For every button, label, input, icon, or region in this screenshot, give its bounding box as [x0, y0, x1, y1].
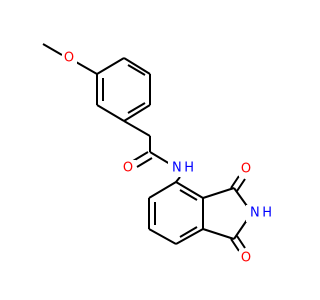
bond-lower-carbonyl-2: [236, 235, 246, 249]
bond-ring1-inner-2: [127, 102, 146, 114]
bond-carbonyl-oxygen-2: [136, 157, 153, 168]
chemical-structure-diagram: O O N H N H O O: [42, 43, 276, 266]
amide-nitrogen-atom: N H: [168, 160, 198, 177]
amide-oxygen-label: O: [123, 161, 133, 176]
methoxy-oxygen-label: O: [64, 51, 74, 66]
bond-ring1-e: [96, 104, 125, 122]
bond-imide-upper-carbon: [202, 187, 235, 199]
bond-imide-upper-to-n: [233, 187, 248, 207]
bonds: [42, 43, 248, 252]
imide-oxygen-bottom-atom: O: [239, 250, 254, 266]
imide-nitrogen-atom: N H: [246, 205, 276, 222]
imide-oxygen-top-label: O: [241, 162, 251, 177]
bond-nitrogen-aryl: [175, 176, 181, 183]
bond-ring1-d: [123, 104, 151, 122]
bond-imide-n-to-lower: [233, 219, 248, 240]
bond-ring2-d: [175, 228, 204, 245]
atom-labels: O O N H N H O O: [62, 50, 276, 266]
bond-methyl-oxygen: [42, 43, 63, 56]
bond-ring2-f: [175, 181, 204, 199]
imide-oxygen-bottom-label: O: [241, 251, 251, 266]
bond-ring1-inner-1: [127, 64, 146, 76]
bond-ring2-inner-3: [179, 189, 198, 201]
bond-ring2-a: [148, 181, 177, 199]
methoxy-oxygen-atom: O: [62, 50, 77, 66]
bond-carbonyl-oxygen-1: [132, 151, 149, 162]
bond-ring2-inner-2: [179, 226, 198, 238]
imide-nitrogen-label: N H: [250, 206, 272, 221]
bond-ring2-c: [148, 228, 177, 245]
imide-oxygen-top-atom: O: [239, 161, 254, 177]
bond-imide-lower-carbon: [202, 228, 235, 240]
bond-ring-ch2: [123, 120, 151, 137]
bond-lower-carbonyl-1: [230, 238, 240, 252]
bond-oxygen-aryl: [75, 61, 98, 75]
bond-carbonyl-nitrogen: [149, 151, 171, 165]
amide-nitrogen-label: N H: [172, 161, 194, 176]
bond-ring1-a: [96, 57, 125, 75]
amide-oxygen-atom: O: [121, 160, 136, 176]
bond-upper-carbonyl-1: [230, 175, 240, 189]
bond-upper-carbonyl-2: [236, 178, 246, 192]
bond-ring1-b: [123, 57, 151, 75]
